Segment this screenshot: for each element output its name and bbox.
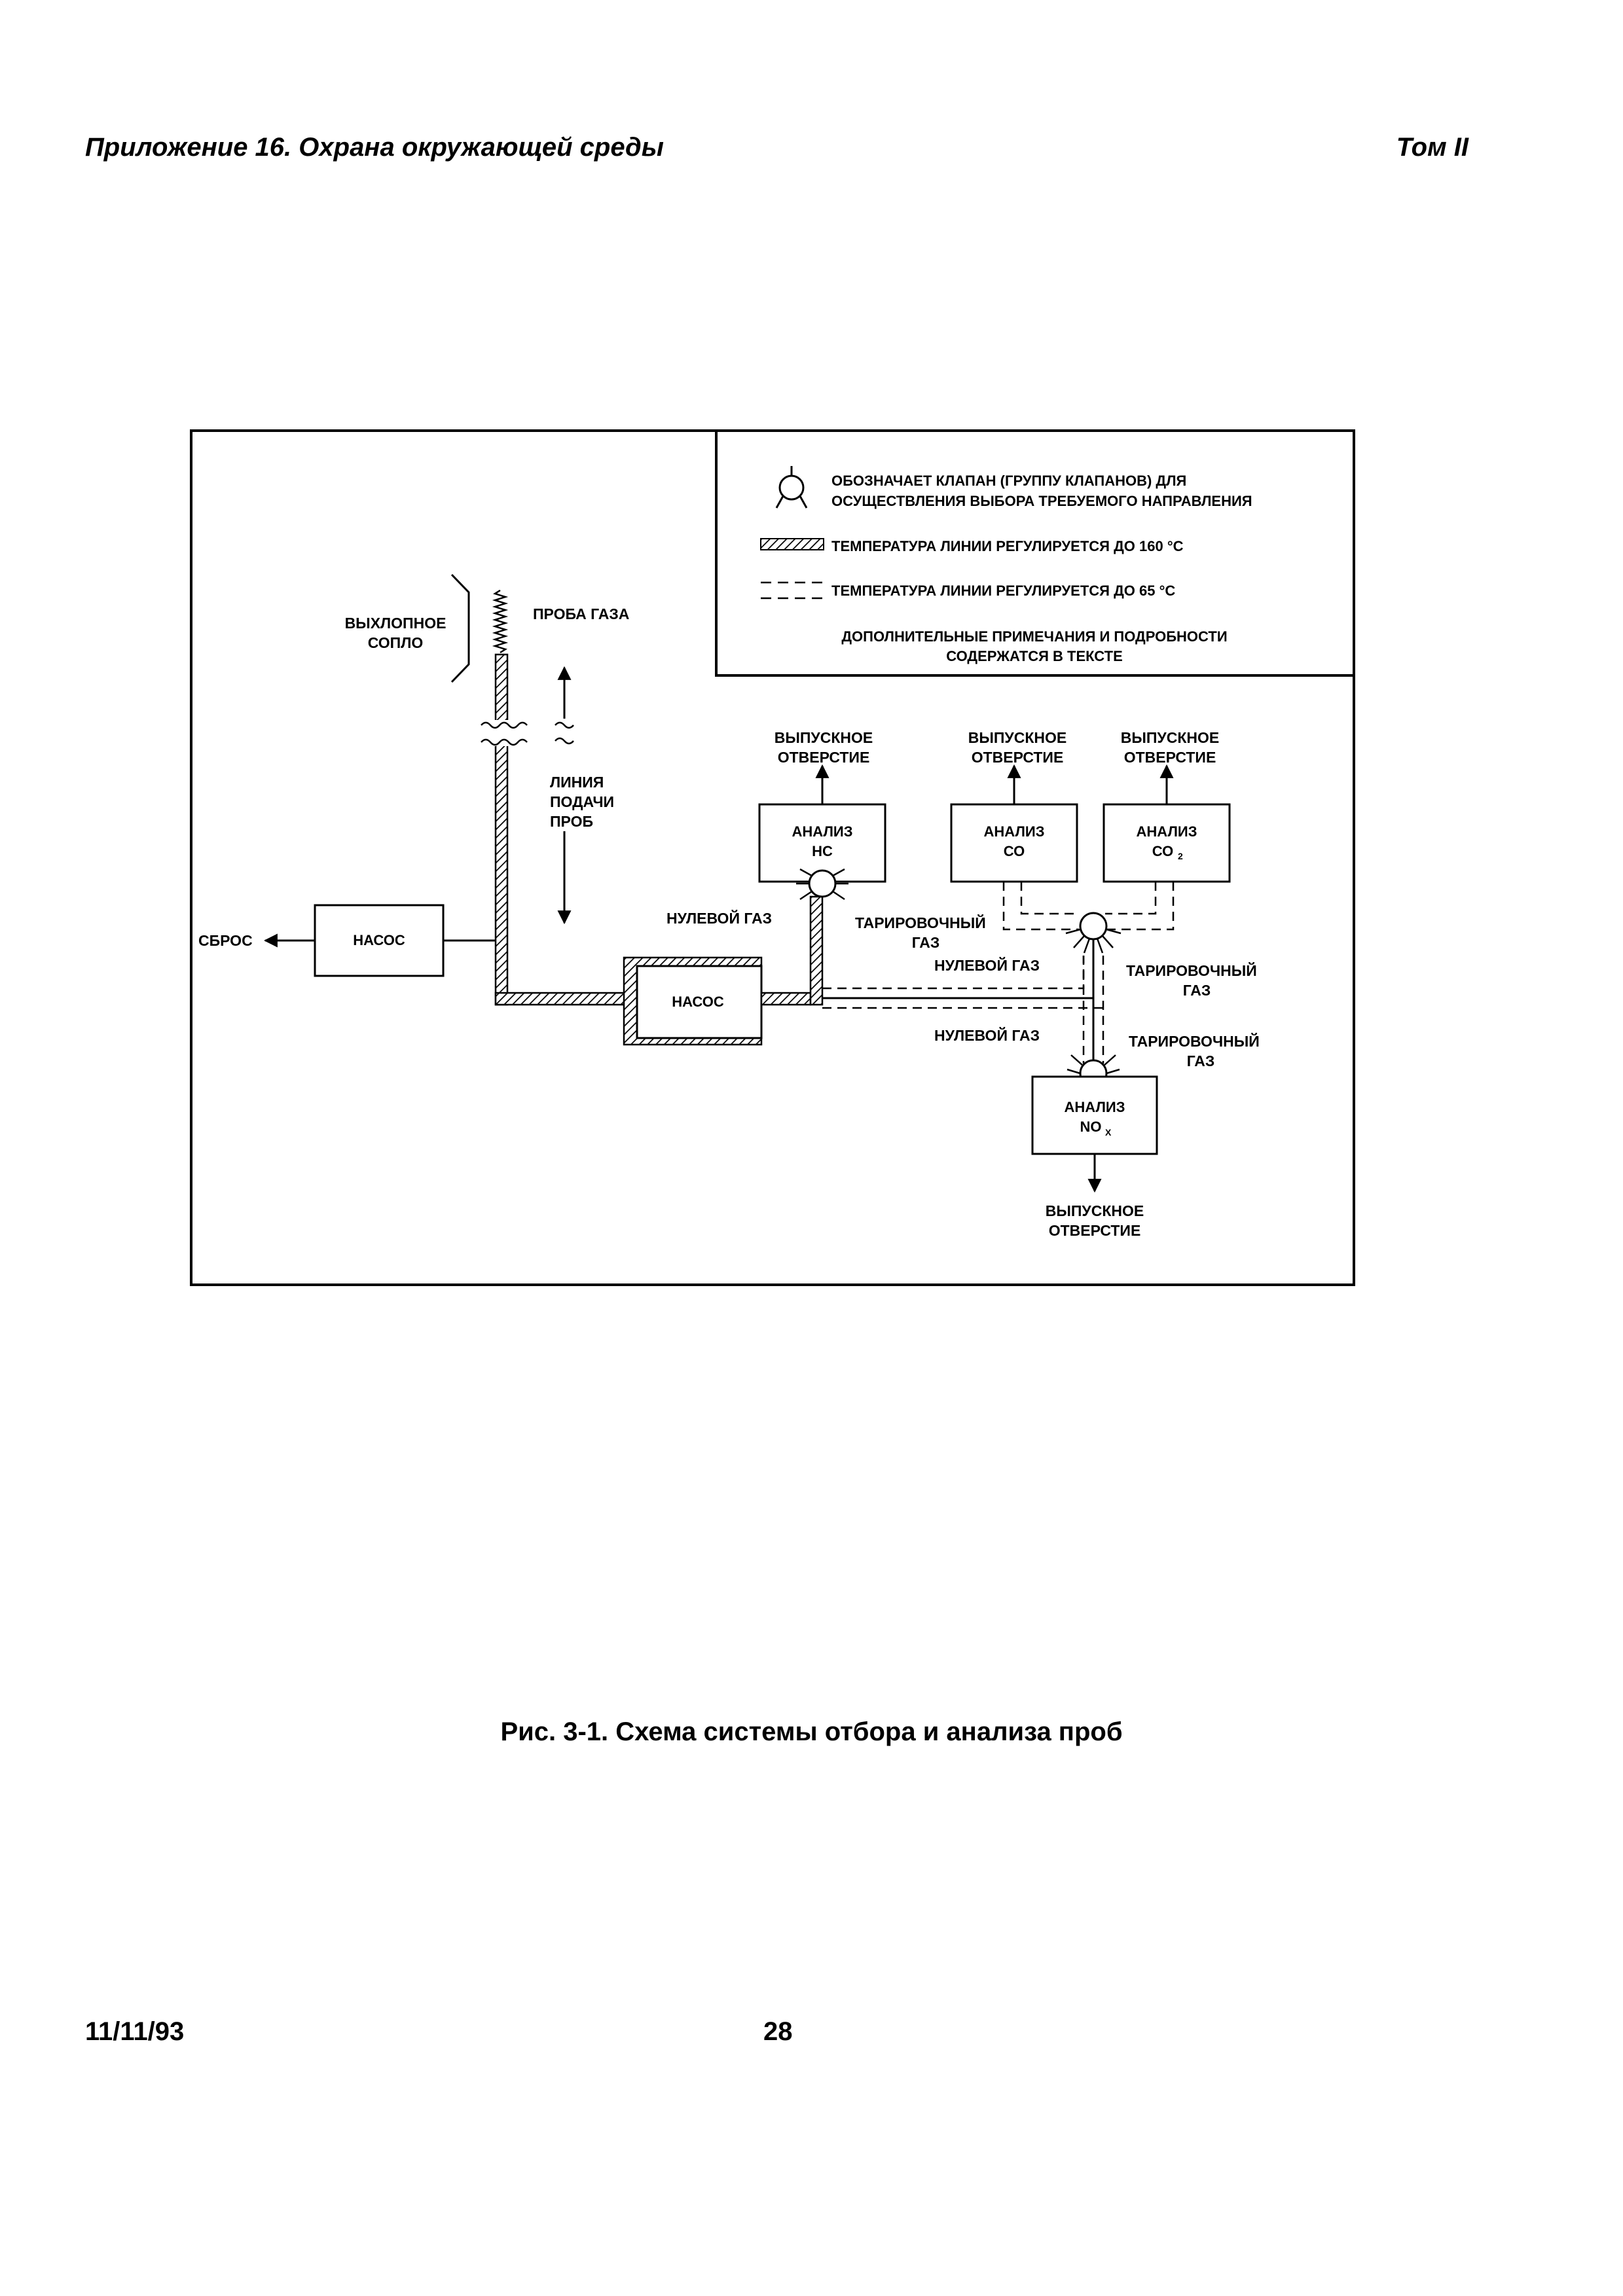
feed-line-label-3: ПРОБ <box>550 813 593 830</box>
co-analyzer-label: АНАЛИЗ <box>984 823 1045 840</box>
nozzle-label-2: СОПЛО <box>368 634 424 651</box>
nox-outlet-label-2: ОТВЕРСТИЕ <box>1049 1222 1141 1239</box>
co2-analyzer-label: АНАЛИЗ <box>1137 823 1197 840</box>
co2-analyzer-subscript: 2 <box>1178 851 1183 861</box>
co2-outlet-label-2: ОТВЕРСТИЕ <box>1124 749 1216 766</box>
feed-line-label-1: ЛИНИЯ <box>550 774 604 791</box>
legend-temp65-text: ТЕМПЕРАТУРА ЛИНИИ РЕГУЛИРУЕТСЯ ДО 65 °С <box>831 583 1175 599</box>
legend-box: ОБОЗНАЧАЕТ КЛАПАН (ГРУППУ КЛАПАНОВ) ДЛЯ … <box>715 431 1354 677</box>
nox-analyzer-label: АНАЛИЗ <box>1065 1099 1125 1115</box>
feed-line-label-2: ПОДАЧИ <box>550 793 614 810</box>
heated-probe-line <box>494 653 509 1006</box>
co2-outlet-label-1: ВЫПУСКНОЕ <box>1121 729 1219 746</box>
header-title: Приложение 16. Охрана окружающей среды <box>85 133 664 162</box>
header-volume: Том II <box>1396 133 1468 162</box>
diagram-frame <box>190 429 1355 1286</box>
bypass-pump-label: НАСОС <box>353 932 405 948</box>
legend-valve-text-1: ОБОЗНАЧАЕТ КЛАПАН (ГРУППУ КЛАПАНОВ) ДЛЯ <box>831 473 1186 489</box>
legend-notes-text-1: ДОПОЛНИТЕЛЬНЫЕ ПРИМЕЧАНИЯ И ПОДРОБНОСТИ <box>841 628 1227 645</box>
heated-hc-line-v <box>809 895 824 1006</box>
nox-analyzer-gas: NO <box>1080 1119 1102 1135</box>
cool-lines <box>822 882 1175 1064</box>
co2-analyzer-gas: СО <box>1152 843 1173 859</box>
hc-span-gas-label-2: ГАЗ <box>912 934 940 951</box>
co-span-gas-label-2: ГАЗ <box>1183 982 1211 999</box>
legend-temp160-text: ТЕМПЕРАТУРА ЛИНИИ РЕГУЛИРУЕТСЯ ДО 160 °С <box>831 538 1184 554</box>
co-zero-gas-label: НУЛЕВОЙ ГАЗ <box>934 956 1040 974</box>
hatched-line-symbol-icon <box>760 538 824 550</box>
nozzle-label-1: ВЫХЛОПНОЕ <box>345 615 447 632</box>
probe-tip-icon <box>492 589 509 654</box>
hc-outlet-label-1: ВЫПУСКНОЕ <box>775 729 873 746</box>
heated-hc-line-h <box>760 992 812 1006</box>
co-span-gas-label-1: ТАРИРОВОЧНЫЙ <box>1126 961 1257 979</box>
nox-span-gas-label-1: ТАРИРОВОЧНЫЙ <box>1129 1032 1260 1050</box>
legend-notes-text-2: СОДЕРЖАТСЯ В ТЕКСТЕ <box>946 648 1123 664</box>
dashed-line-symbol-icon <box>761 581 824 600</box>
main-pump-label: НАСОС <box>672 994 724 1010</box>
feed-line-arrow-icon <box>555 666 574 925</box>
hc-analyzer-gas: НС <box>812 843 833 859</box>
heated-main-line <box>494 992 627 1006</box>
footer-date: 11/11/93 <box>85 2017 185 2046</box>
footer-page-number: 28 <box>763 2017 793 2046</box>
hc-valve-icon <box>796 868 848 901</box>
hc-outlet-label-2: ОТВЕРСТИЕ <box>778 749 870 766</box>
co-analyzer-gas: СО <box>1004 843 1025 859</box>
nox-outlet-label-1: ВЫПУСКНОЕ <box>1046 1202 1144 1219</box>
nox-span-gas-label-2: ГАЗ <box>1187 1052 1215 1069</box>
legend-valve-text-2: ОСУЩЕСТВЛЕНИЯ ВЫБОРА ТРЕБУЕМОГО НАПРАВЛЕ… <box>831 493 1252 509</box>
dump-label: СБРОС <box>198 932 253 949</box>
hc-zero-gas-label: НУЛЕВОЙ ГАЗ <box>666 909 772 927</box>
co-valve-icon <box>1065 912 1122 954</box>
hc-span-gas-label-1: ТАРИРОВОЧНЫЙ <box>855 914 986 931</box>
valve-symbol-icon <box>775 466 808 509</box>
exhaust-nozzle-icon <box>450 573 470 683</box>
figure-caption: Рис. 3-1. Схема системы отбора и анализа… <box>500 1717 1123 1746</box>
nox-zero-gas-label: НУЛЕВОЙ ГАЗ <box>934 1026 1040 1044</box>
co-analyzer-box <box>950 803 1078 883</box>
line-break-icon <box>481 720 528 746</box>
hc-analyzer-label: АНАЛИЗ <box>792 823 853 840</box>
nox-analyzer-subscript: X <box>1105 1127 1112 1138</box>
probe-label: ПРОБА ГАЗА <box>533 605 629 622</box>
co2-analyzer-box <box>1103 803 1231 883</box>
co-outlet-label-1: ВЫПУСКНОЕ <box>968 729 1067 746</box>
hc-analyzer-box <box>758 803 886 883</box>
co-outlet-label-2: ОТВЕРСТИЕ <box>972 749 1064 766</box>
nox-analyzer-box <box>1031 1075 1158 1155</box>
